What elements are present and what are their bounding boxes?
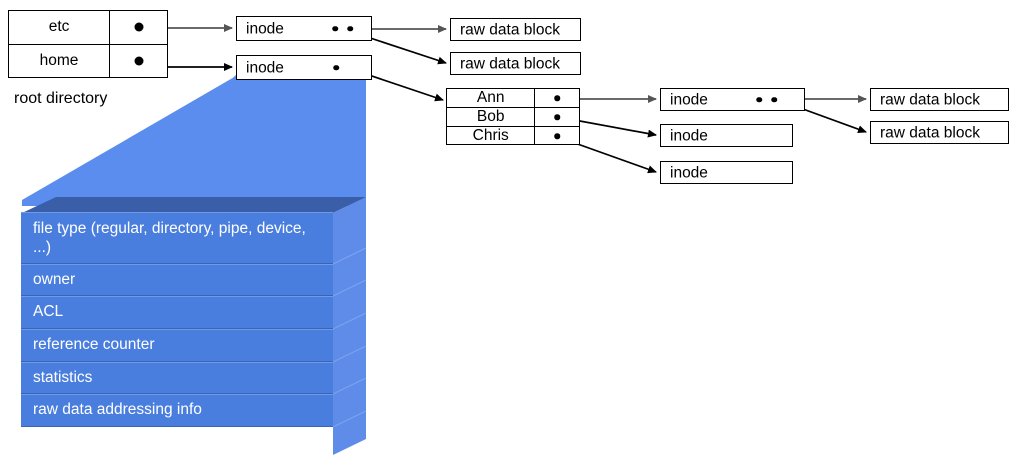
pointer-dot: [134, 22, 144, 32]
inode-pointer-dot-2: [347, 25, 353, 32]
table-row[interactable]: Chris: [447, 127, 579, 145]
pointer-dot: [554, 133, 560, 139]
inode-label: inode: [246, 58, 284, 76]
inode-detail-row-reference-counter: reference counter: [21, 329, 333, 362]
inode-box-home[interactable]: inode: [236, 55, 372, 80]
inode-detail-top-face: [22, 197, 366, 213]
magnifier-cone-fill: [22, 76, 366, 206]
inode-box-ann[interactable]: inode: [660, 88, 805, 111]
side-divider: [332, 377, 367, 395]
side-divider: [332, 279, 367, 297]
raw-data-block-label: raw data block: [880, 123, 980, 141]
inode-box-etc[interactable]: inode: [236, 16, 372, 41]
root-directory-table: etc home: [8, 10, 168, 78]
dir-entry-name: Chris: [447, 127, 536, 145]
inode-detail-row-file-type: file type (regular, directory, pipe, dev…: [21, 212, 333, 264]
inode-box-chris[interactable]: inode: [660, 161, 793, 184]
raw-data-block-label: raw data block: [460, 20, 560, 38]
table-row[interactable]: Ann: [447, 89, 579, 108]
inode-detail-row-statistics: statistics: [21, 362, 333, 394]
home-directory-table: Ann Bob Chris: [446, 88, 580, 145]
inode-label: inode: [670, 163, 708, 181]
raw-data-block-ann-1[interactable]: raw data block: [870, 88, 1009, 111]
inode-detail-rows: file type (regular, directory, pipe, dev…: [21, 212, 333, 427]
dir-entry-name: Bob: [447, 108, 536, 126]
dir-entry-pointer[interactable]: [535, 89, 579, 107]
side-divider: [332, 410, 367, 428]
inode-label: inode: [670, 126, 708, 144]
side-divider: [332, 312, 367, 330]
table-row[interactable]: Bob: [447, 108, 579, 127]
side-divider: [332, 345, 367, 363]
root-directory-caption: root directory: [14, 90, 108, 107]
dir-entry-pointer[interactable]: [535, 127, 579, 145]
raw-data-block-ann-2[interactable]: raw data block: [870, 121, 1009, 144]
raw-data-block-label: raw data block: [880, 90, 980, 108]
inode-pointer-dot-1: [756, 96, 762, 103]
pointer-dot: [554, 114, 560, 120]
dir-entry-name: Ann: [447, 89, 536, 107]
pointer-dot: [554, 95, 560, 101]
inode-detail-row-owner: owner: [21, 264, 333, 296]
inode-detail-row-raw-data-addressing: raw data addressing info: [21, 394, 333, 427]
table-row[interactable]: home: [9, 44, 167, 78]
dir-entry-name: etc: [9, 11, 111, 44]
inode-label: inode: [670, 90, 708, 108]
pointer-dot: [134, 56, 144, 66]
inode-pointer-dot-1: [332, 25, 338, 32]
dir-entry-pointer[interactable]: [110, 11, 167, 44]
table-row[interactable]: etc: [9, 11, 167, 45]
side-divider: [332, 247, 367, 265]
inode-label: inode: [246, 19, 284, 37]
raw-data-block-etc-1[interactable]: raw data block: [450, 18, 581, 41]
inode-pointer-dot-2: [771, 96, 777, 103]
inode-box-bob[interactable]: inode: [660, 124, 793, 147]
raw-data-block-etc-2[interactable]: raw data block: [450, 52, 581, 75]
dir-entry-pointer[interactable]: [110, 45, 167, 78]
inode-pointer-dot-1: [333, 64, 339, 71]
dir-entry-name: home: [9, 44, 111, 77]
inode-detail-row-acl: ACL: [21, 296, 333, 329]
raw-data-block-label: raw data block: [460, 54, 560, 72]
dir-entry-pointer[interactable]: [535, 108, 579, 126]
